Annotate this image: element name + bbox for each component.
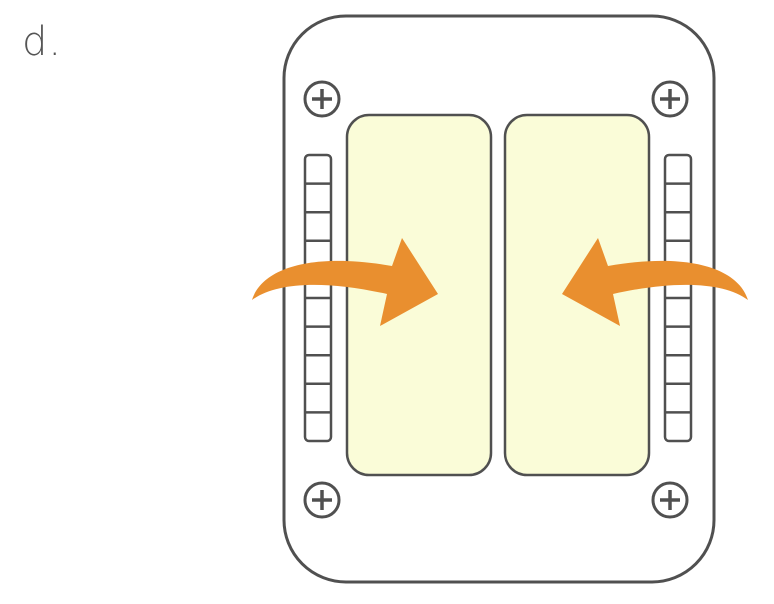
screw-icon bbox=[651, 80, 689, 118]
vent-left bbox=[303, 153, 333, 443]
panel-label: d. bbox=[22, 19, 63, 65]
curved-arrow-icon-right bbox=[562, 238, 748, 326]
curved-arrow-icon-left bbox=[252, 238, 438, 326]
screw-icon bbox=[303, 481, 341, 519]
vent-right bbox=[663, 153, 693, 443]
screw-icon bbox=[303, 80, 341, 118]
screw-icon bbox=[651, 481, 689, 519]
